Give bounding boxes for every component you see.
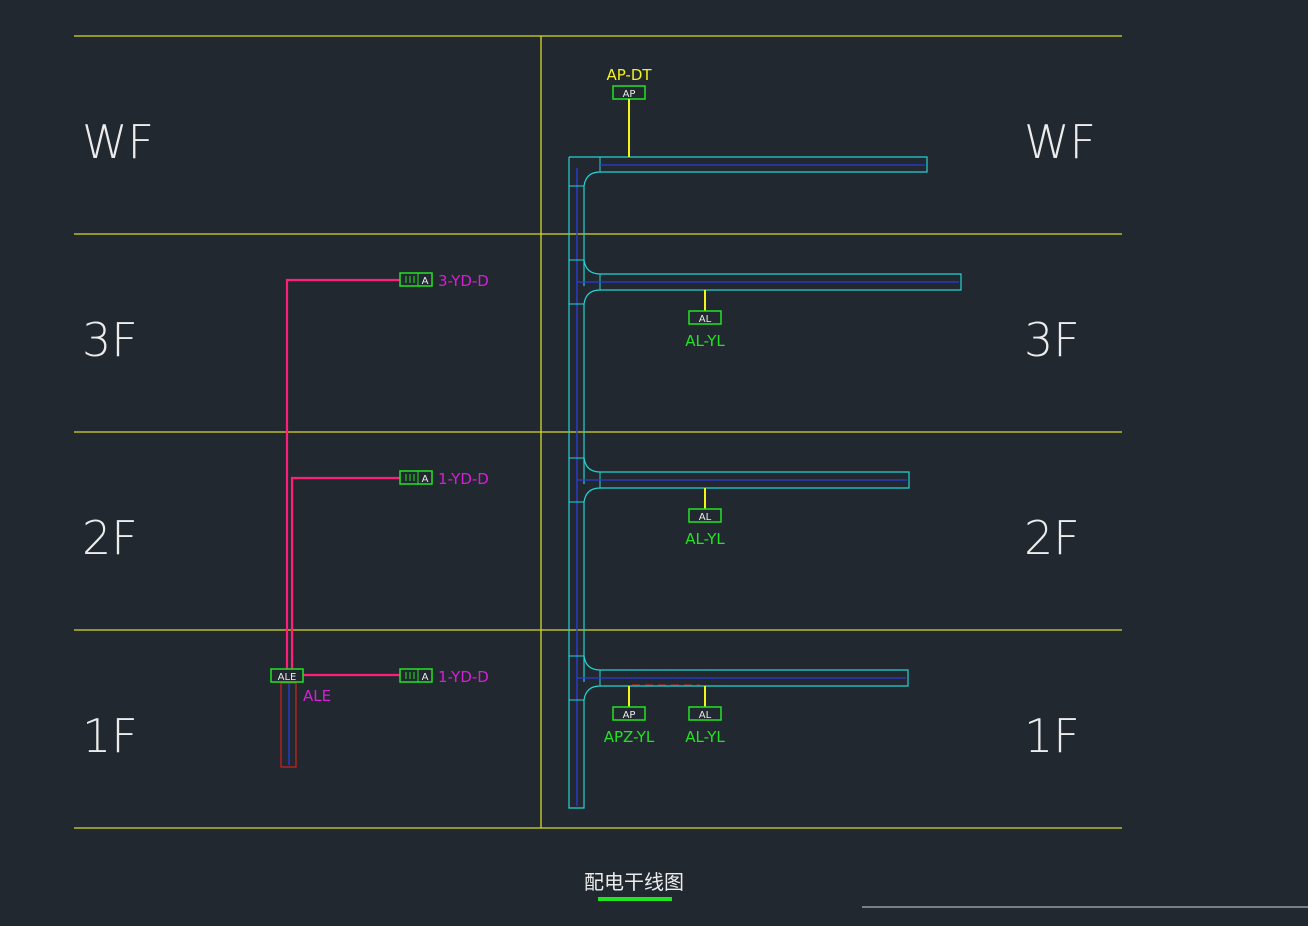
panel-ale-box-text: ALE [278, 672, 297, 683]
riser-outline [568, 157, 601, 809]
meter-box-1f: A 1-YD-D [399, 668, 489, 686]
panel-al-yl-2f-label: AL-YL [685, 530, 725, 548]
floor-label-2f-left: 2F [82, 511, 138, 565]
panel-ap-dt-box-text: AP [623, 89, 636, 100]
panel-apz-yl-label: APZ-YL [604, 728, 655, 746]
cable-tray-1f [577, 655, 909, 701]
meter-box-1f-label: 1-YD-D [438, 668, 489, 686]
panel-al-yl-3f-box-text: AL [699, 314, 712, 325]
feeder-to-2f [290, 476, 400, 669]
panel-al-yl-3f-label: AL-YL [685, 332, 725, 350]
floor-label-wf-right: WF [1024, 115, 1096, 169]
drawing-title-underline [598, 897, 672, 901]
meter-box-3f-text: A [422, 276, 429, 287]
panel-al-yl-2f-box-text: AL [699, 512, 712, 523]
floor-label-wf-left: WF [82, 115, 154, 169]
panel-al-yl-3f: AL AL-YL [685, 290, 725, 350]
drawing-title: 配电干线图 [584, 870, 684, 901]
panel-apz-yl: AP APZ-YL [604, 686, 655, 746]
floor-labels: WF 3F 2F 1F WF 3F 2F 1F [82, 115, 1096, 763]
meter-box-2f-label: 1-YD-D [438, 470, 489, 488]
panel-al-yl-1f-box [688, 706, 722, 721]
panel-ale-box [270, 668, 304, 683]
meter-box-2f-text: A [422, 474, 429, 485]
panel-al-yl-1f: AL AL-YL [685, 686, 725, 746]
meter-box-3f: A 3-YD-D [399, 272, 489, 290]
floor-label-1f-right: 1F [1024, 709, 1080, 763]
drawing-title-text: 配电干线图 [584, 870, 684, 894]
panel-ap-dt: AP-DT AP [606, 66, 652, 157]
meter-box-3f-label: 3-YD-D [438, 272, 489, 290]
panel-ale: ALE ALE [270, 668, 331, 705]
feeder-to-3f [285, 278, 400, 669]
floor-grid [74, 35, 1122, 829]
cable-tray-3f [577, 259, 962, 305]
panel-al-yl-3f-box [688, 310, 722, 325]
floor-label-2f-right: 2F [1024, 511, 1080, 565]
panel-al-yl-1f-box-text: AL [699, 710, 712, 721]
floor-label-3f-left: 3F [82, 313, 138, 367]
panel-apz-yl-box [612, 706, 646, 721]
floor-label-1f-left: 1F [82, 709, 138, 763]
meter-box-1f-text: A [422, 672, 429, 683]
floor-label-3f-right: 3F [1024, 313, 1080, 367]
panel-ale-label: ALE [303, 687, 331, 705]
cable-tray-2f [577, 457, 910, 503]
panel-ap-dt-label: AP-DT [606, 66, 652, 84]
panel-al-yl-2f-box [688, 508, 722, 523]
cable-tray-riser [568, 157, 601, 809]
emergency-feeders [280, 278, 400, 768]
cable-tray-wf [569, 156, 928, 173]
panel-al-yl-1f-label: AL-YL [685, 728, 725, 746]
panel-al-yl-2f: AL AL-YL [685, 488, 725, 548]
meter-box-2f: A 1-YD-D [399, 470, 489, 488]
panel-apz-yl-box-text: AP [623, 710, 636, 721]
